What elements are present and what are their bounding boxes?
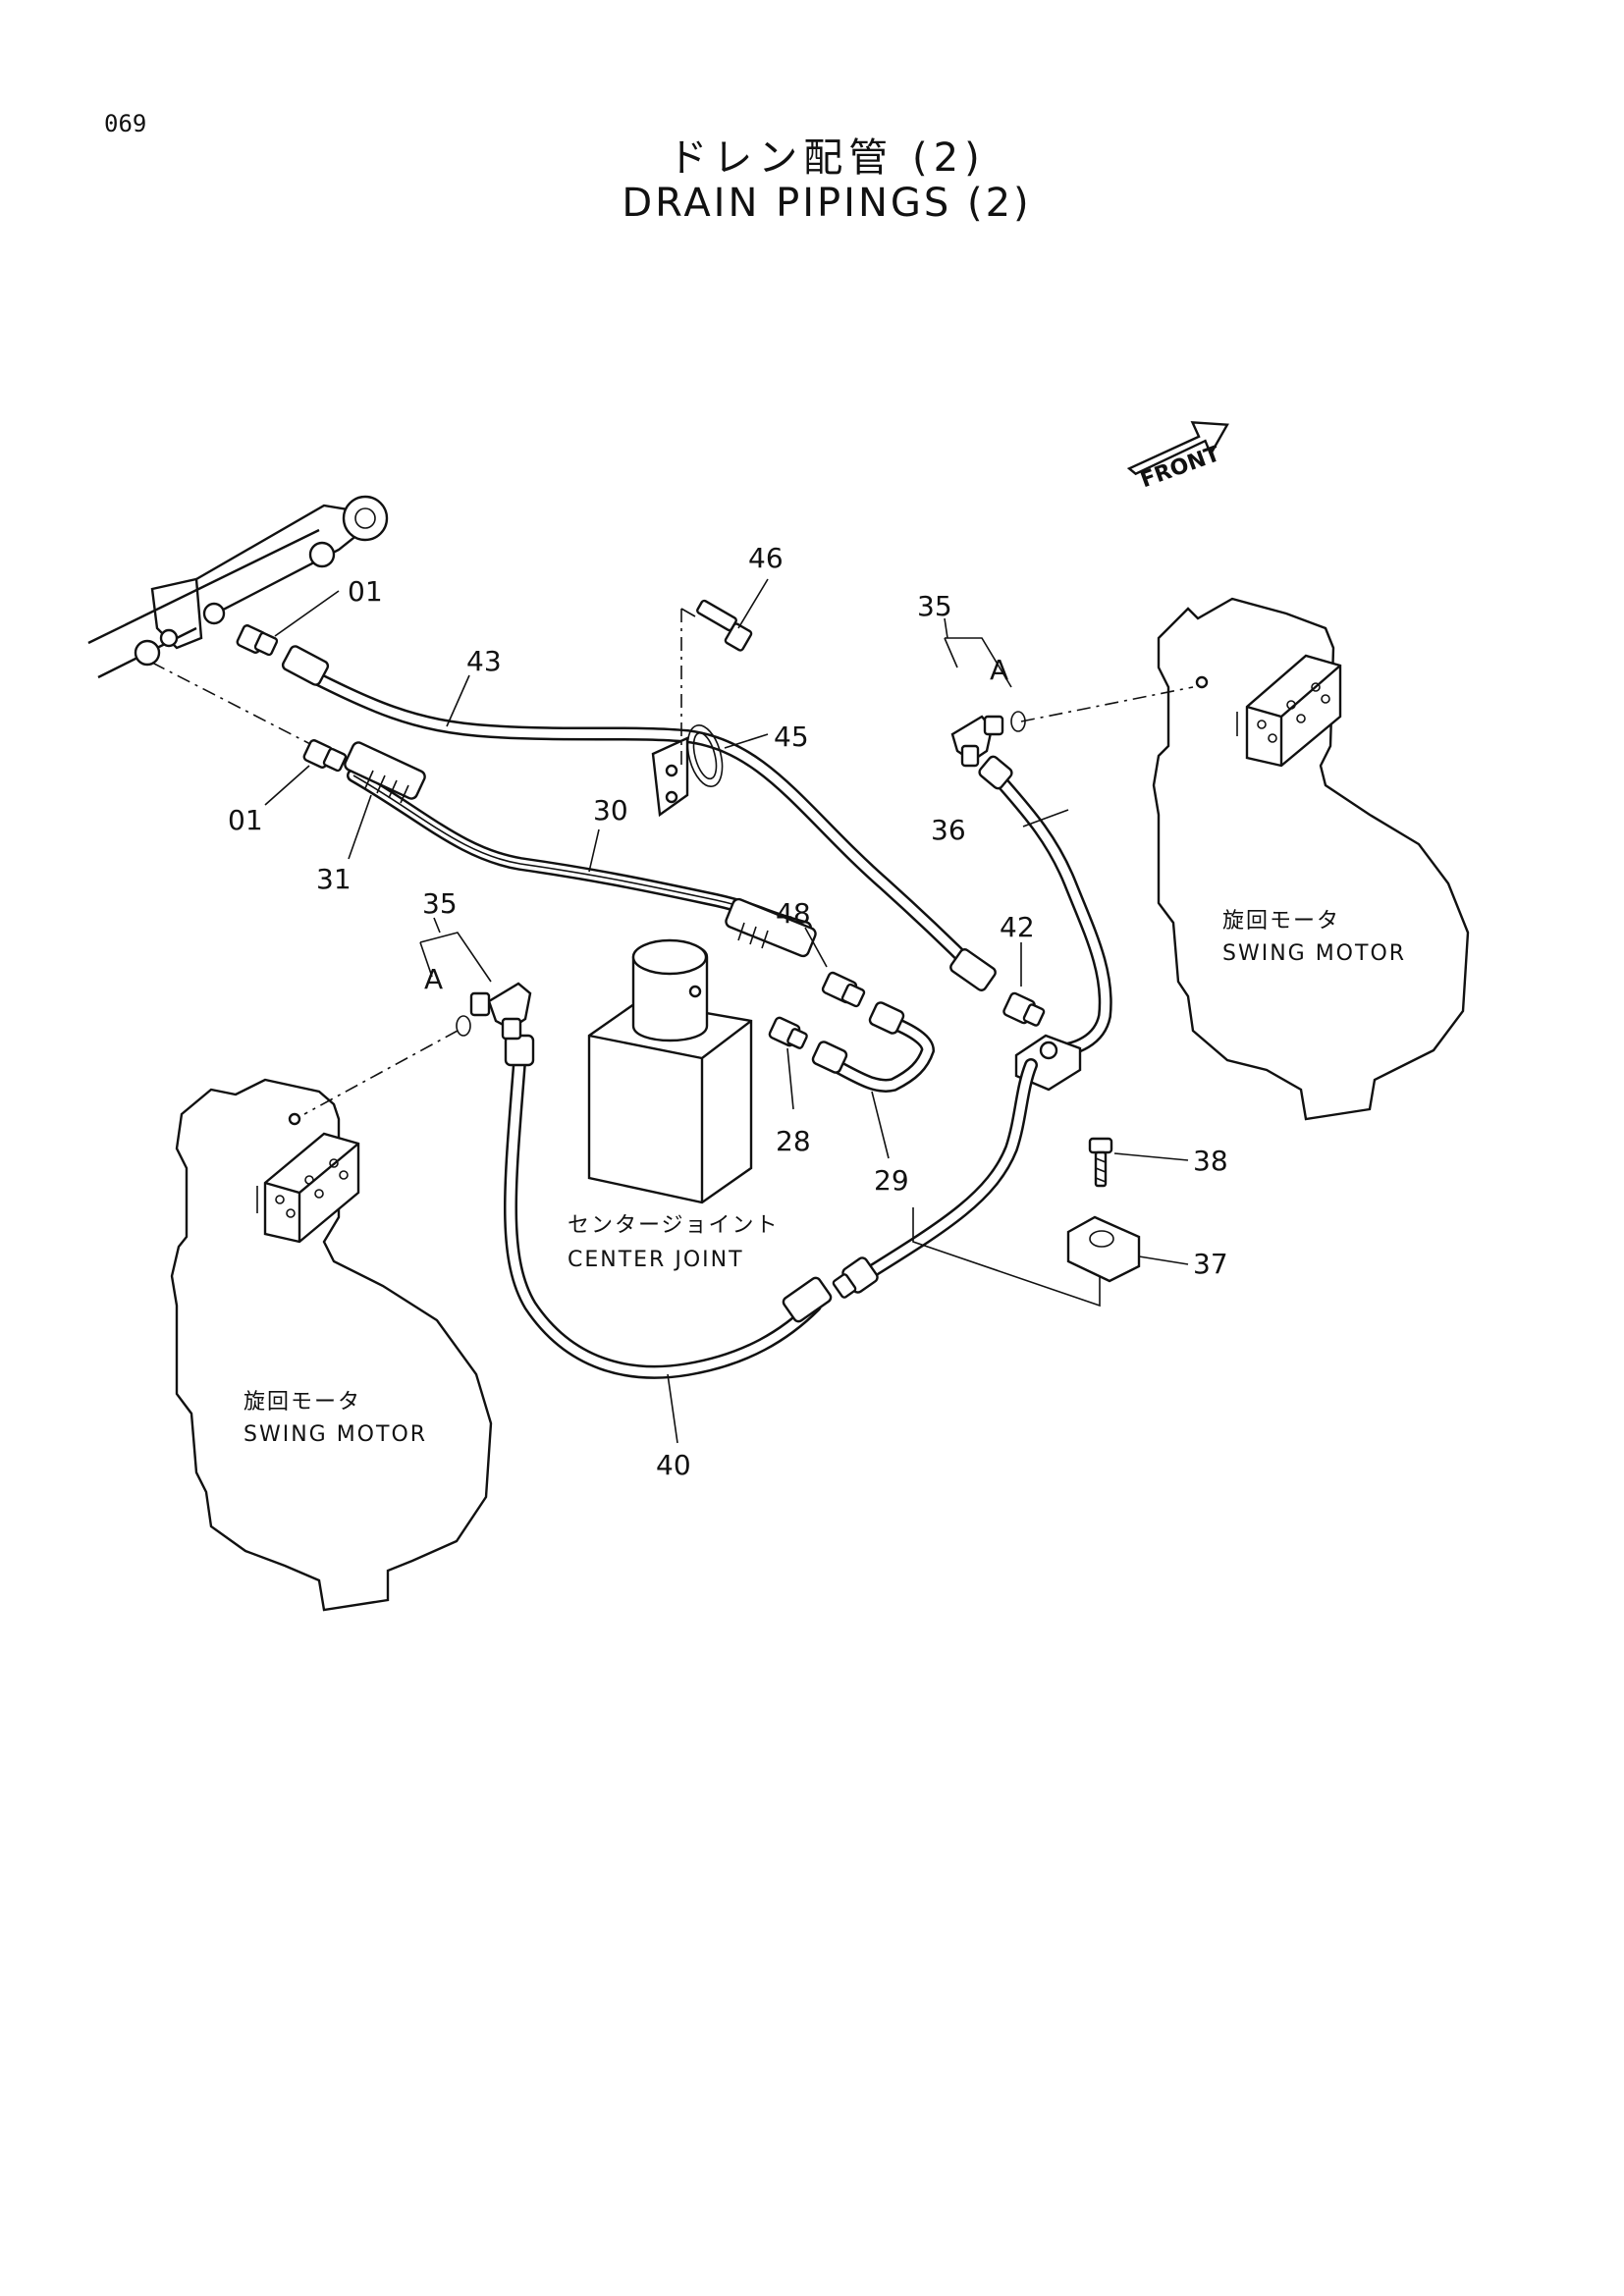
- hose-40: [504, 1034, 833, 1379]
- part-label-29: 29: [874, 1164, 909, 1197]
- pipe-to-clamp: [832, 1058, 1038, 1299]
- bolt-46: [680, 578, 769, 766]
- fitting-48: [804, 927, 866, 1008]
- part-label-40: 40: [656, 1449, 691, 1481]
- part-label-45: 45: [774, 721, 809, 753]
- part-label-35-right: 35: [917, 590, 952, 622]
- fitting-31: [344, 741, 426, 804]
- view-marker-a-right: A: [990, 654, 1008, 686]
- frame-bracket-upper-left: [87, 495, 389, 679]
- page-title-jp: ドレン配管 (2): [668, 135, 986, 181]
- hose-36: [978, 755, 1112, 1057]
- page-number: 069: [104, 110, 147, 137]
- center-joint-label-en: CENTER JOINT: [568, 1248, 744, 1272]
- o-ring-left: [456, 1015, 471, 1037]
- bolt-38: [1088, 1137, 1189, 1188]
- fitting-42: [1002, 942, 1046, 1027]
- part-label-37: 37: [1193, 1248, 1228, 1280]
- part-label-01-upper: 01: [348, 575, 383, 608]
- fitting-28: [768, 1016, 808, 1110]
- hose-30-end-fitting: [725, 897, 817, 958]
- swing-motor-right-label-jp: 旋回モータ: [1222, 909, 1340, 934]
- pipe-29: [811, 1001, 936, 1093]
- hose-43: [281, 645, 997, 991]
- part-label-35-left: 35: [422, 887, 458, 920]
- page-title-en: DRAIN PIPINGS (2): [622, 181, 1032, 226]
- swing-motor-left: [170, 1078, 493, 1612]
- front-direction-arrow: FRONT: [1126, 421, 1229, 493]
- part-label-36: 36: [931, 814, 966, 846]
- part-label-38: 38: [1193, 1145, 1228, 1177]
- part-label-31: 31: [316, 863, 352, 895]
- center-joint: [587, 938, 753, 1204]
- elbow-35-right: [950, 715, 1004, 768]
- swing-motor-right: [1152, 597, 1470, 1121]
- center-joint-label-jp: センタージョイント: [568, 1213, 780, 1238]
- o-ring-right: [1010, 711, 1026, 732]
- part-label-48: 48: [776, 897, 811, 930]
- clamp-37: [1066, 1215, 1189, 1283]
- fitting-01-lower: [264, 739, 348, 806]
- part-label-30: 30: [593, 794, 628, 827]
- part-label-28: 28: [776, 1125, 811, 1157]
- swing-motor-left-label-jp: 旋回モータ: [244, 1390, 361, 1415]
- elbow-35-left: [469, 982, 532, 1041]
- view-marker-a-left: A: [424, 963, 443, 995]
- part-label-46: 46: [748, 542, 784, 574]
- part-label-43: 43: [466, 645, 502, 677]
- swing-motor-left-label-en: SWING MOTOR: [244, 1422, 427, 1447]
- part-label-01-lower: 01: [228, 804, 263, 836]
- part-label-42: 42: [1000, 911, 1035, 943]
- swing-motor-right-label-en: SWING MOTOR: [1222, 941, 1406, 966]
- clamp-45: [651, 724, 724, 818]
- fitting-01-upper: [236, 590, 340, 657]
